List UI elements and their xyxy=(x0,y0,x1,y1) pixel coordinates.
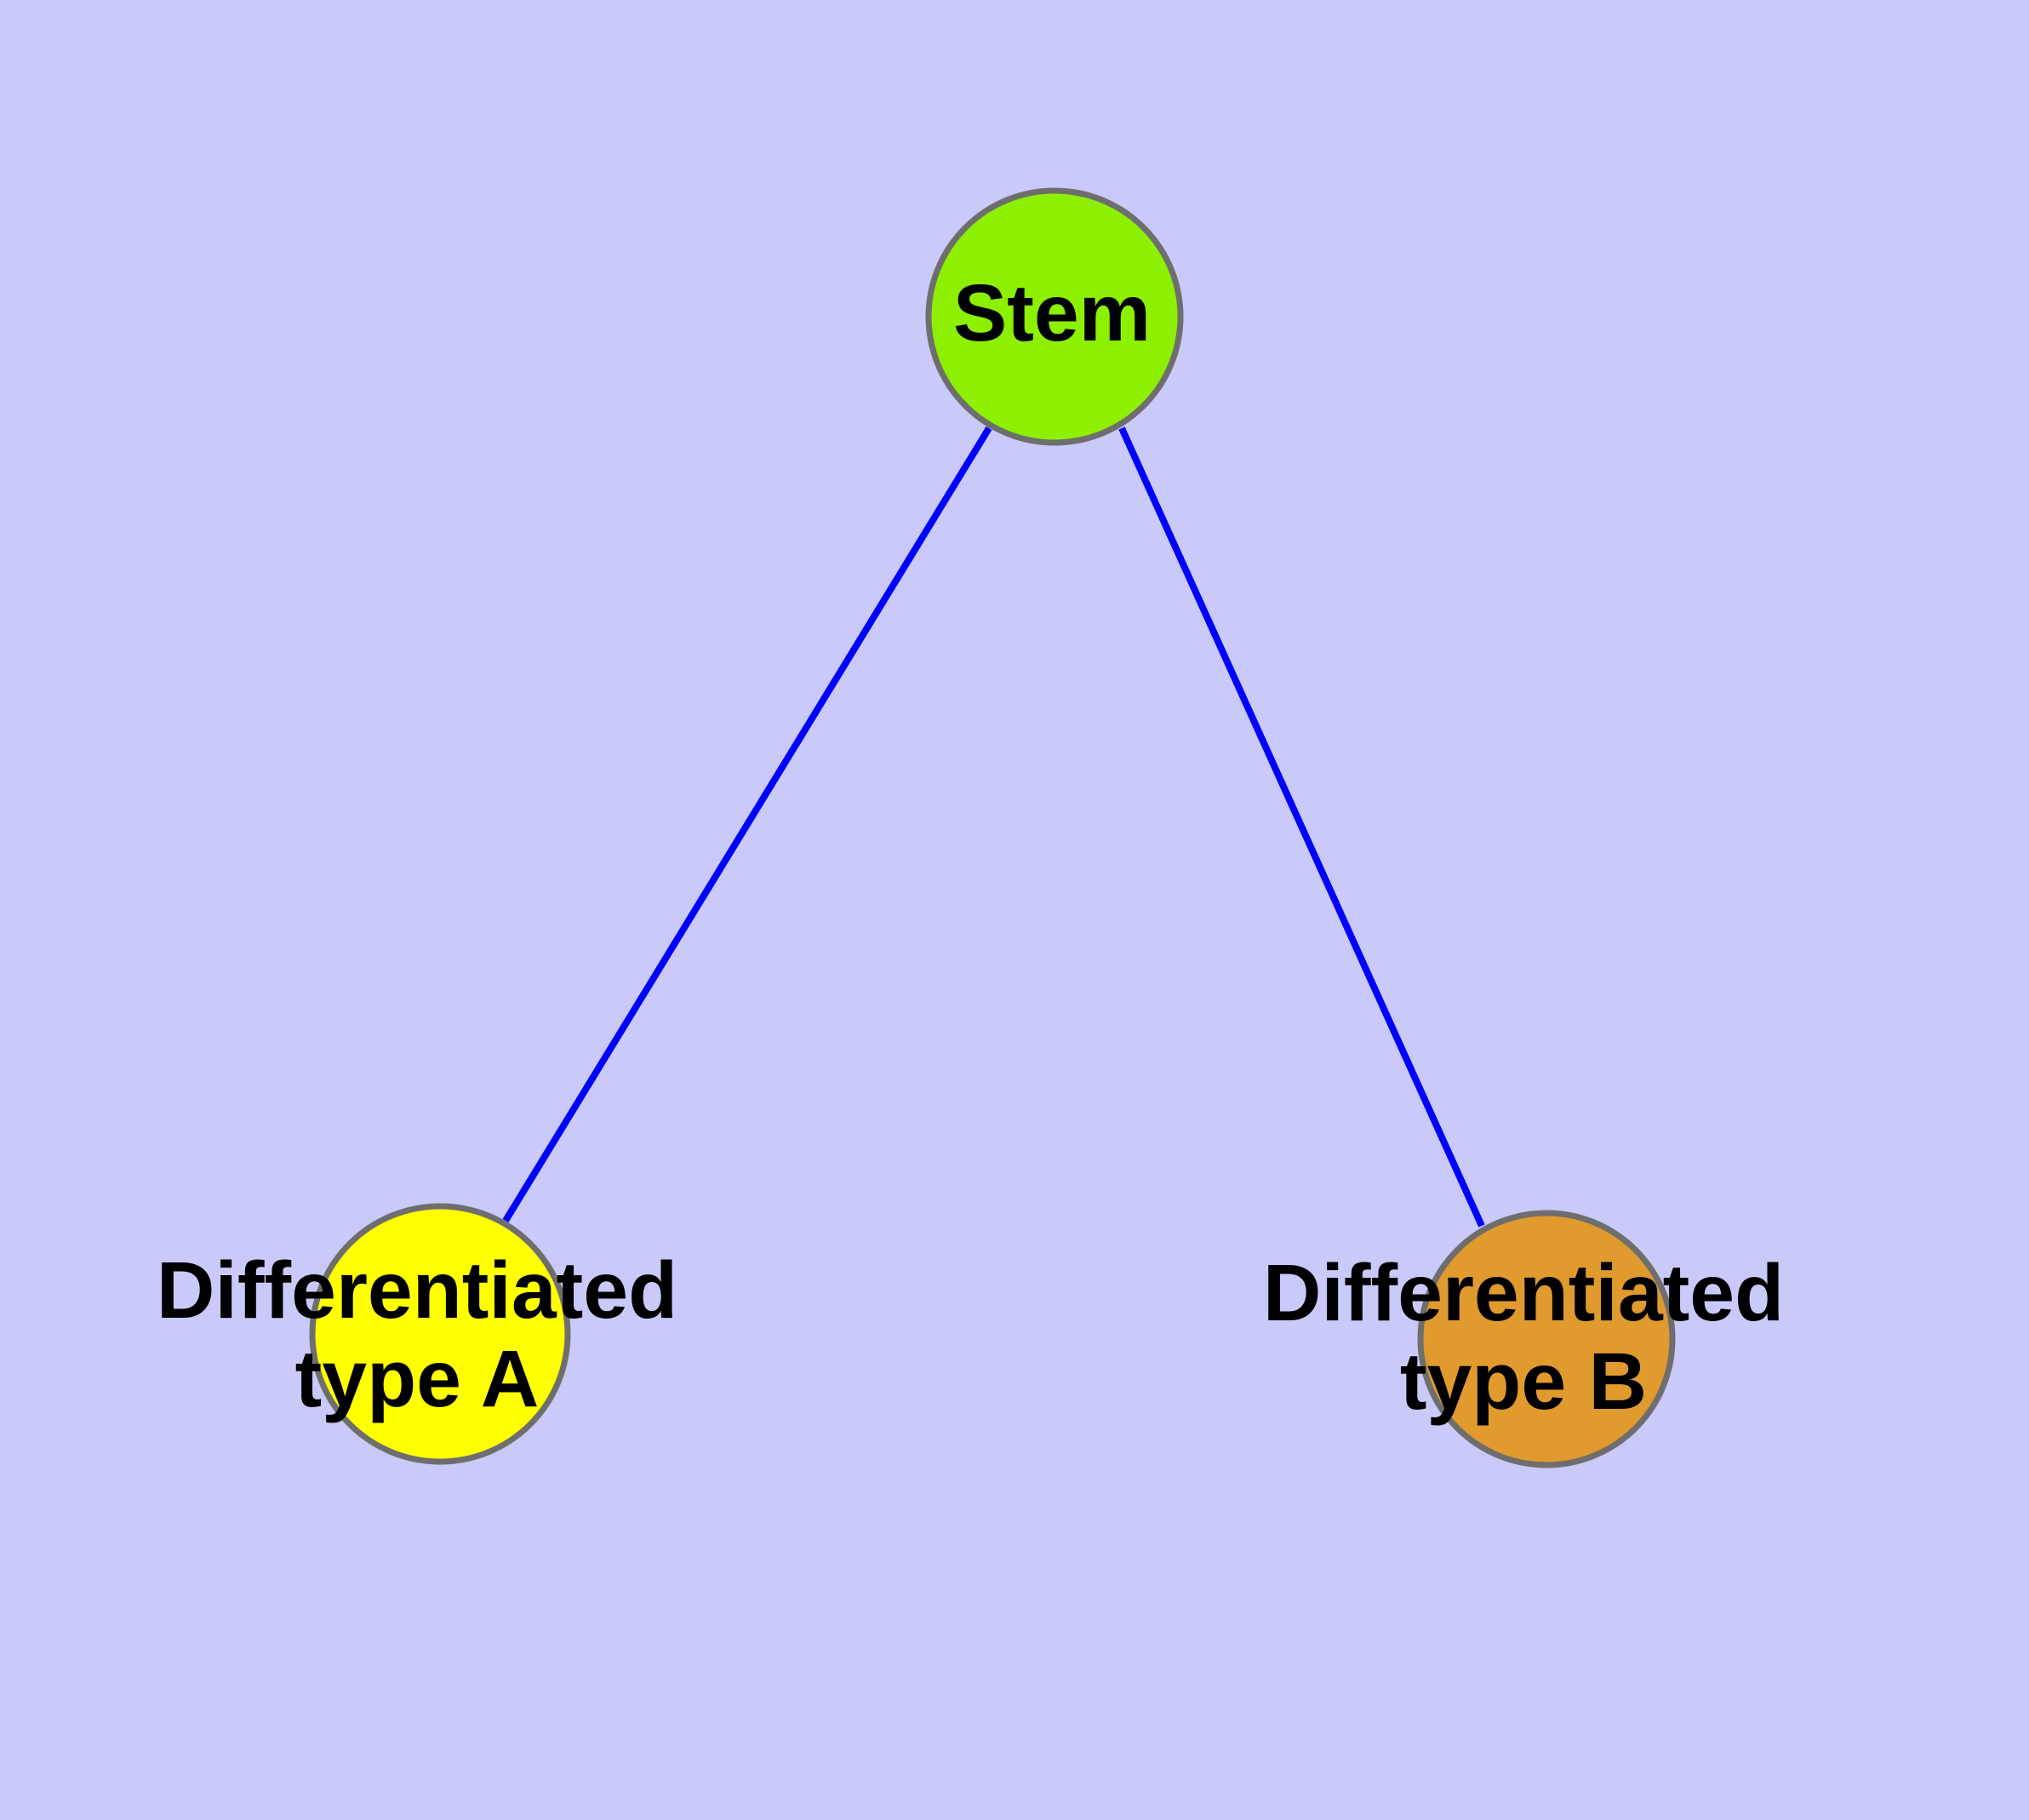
edge-layer xyxy=(502,426,1485,1228)
node-diff-b-label-line: Differentiated xyxy=(1263,1248,1784,1338)
node-diff-a-circle[interactable] xyxy=(309,1203,571,1465)
node-stem-label: Stem xyxy=(953,268,1151,358)
node-diff-b-circle[interactable] xyxy=(1417,1210,1676,1468)
node-diff-a-label-line: Differentiated xyxy=(157,1245,677,1336)
edge-stem-to-diff-b[interactable] xyxy=(1118,426,1485,1228)
node-stem-circle[interactable] xyxy=(925,187,1184,446)
node-diff-a-label-line: type A xyxy=(295,1334,540,1424)
node-stem-label-line: Stem xyxy=(953,268,1151,358)
edge-stem-to-diff-a[interactable] xyxy=(502,426,992,1223)
node-diff-b-label-line: type B xyxy=(1400,1336,1647,1427)
node-stem[interactable]: Stem xyxy=(925,187,1184,446)
